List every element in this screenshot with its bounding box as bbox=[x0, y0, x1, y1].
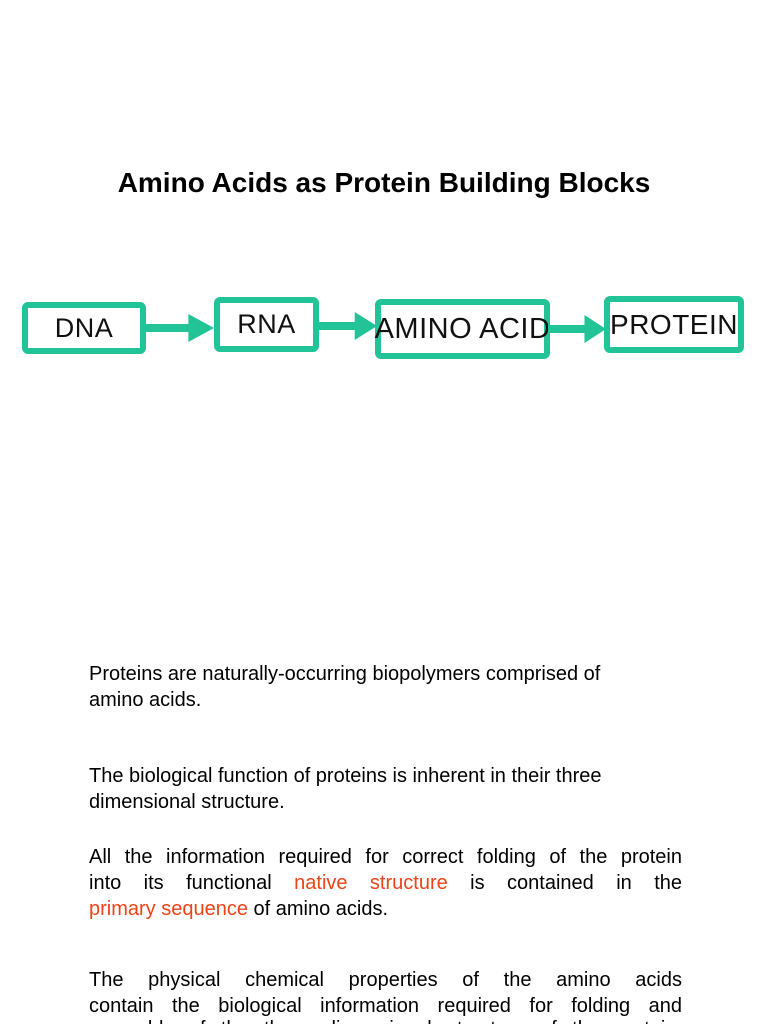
diagram-box-protein: PROTEIN bbox=[604, 296, 744, 353]
text-segment: dimensional structure. bbox=[89, 791, 285, 813]
text-segment: The biological function of proteins is i… bbox=[89, 765, 602, 787]
text-segment: The physical chemical properties of the … bbox=[89, 969, 682, 991]
text-line: assembly of the three dimensional struct… bbox=[89, 1016, 682, 1024]
diagram-box-label: RNA bbox=[237, 309, 296, 339]
paragraph-biological-function: The biological function of proteins is i… bbox=[89, 763, 682, 815]
right-arrow-icon bbox=[317, 312, 377, 340]
text-segment: amino acids. bbox=[89, 689, 202, 711]
text-line: contain the biological information requi… bbox=[89, 993, 682, 1019]
paragraph-physical-chemical: The physical chemical properties of the … bbox=[89, 967, 682, 1019]
accent-text-segment: primary sequence bbox=[89, 898, 248, 920]
text-line: amino acids. bbox=[89, 687, 682, 713]
clipped-bottom-text-line: assembly of the three dimensional struct… bbox=[89, 1016, 682, 1024]
accent-text-segment: native structure bbox=[294, 872, 448, 894]
text-line: The biological function of proteins is i… bbox=[89, 763, 682, 789]
text-segment: of amino acids. bbox=[247, 898, 389, 920]
text-line: primary sequence of amino acids. bbox=[89, 896, 682, 922]
diagram-box-rna: RNA bbox=[214, 297, 319, 352]
text-segment: assembly of the three dimensional struct… bbox=[89, 1018, 682, 1024]
text-segment: contain the biological information requi… bbox=[89, 995, 682, 1017]
text-segment: is contained in the bbox=[447, 872, 683, 894]
diagram-box-amino-acid: AMINO ACID bbox=[375, 299, 550, 359]
paragraph-biopolymers: Proteins are naturally-occurring biopoly… bbox=[89, 661, 682, 713]
text-line: into its functional native structure is … bbox=[89, 870, 682, 896]
text-segment: Proteins are naturally-occurring biopoly… bbox=[89, 663, 601, 685]
text-segment: All the information required for correct… bbox=[89, 846, 682, 868]
paragraph-folding-information: All the information required for correct… bbox=[89, 844, 682, 922]
text-line: dimensional structure. bbox=[89, 789, 682, 815]
text-line: The physical chemical properties of the … bbox=[89, 967, 682, 993]
page-title: Amino Acids as Protein Building Blocks bbox=[117, 167, 651, 198]
text-segment: into its functional bbox=[89, 872, 295, 894]
diagram-box-label: AMINO ACID bbox=[374, 312, 551, 345]
text-line: Proteins are naturally-occurring biopoly… bbox=[89, 661, 682, 687]
diagram-box-dna: DNA bbox=[22, 302, 146, 354]
right-arrow-icon bbox=[145, 314, 214, 342]
diagram-box-label: DNA bbox=[54, 312, 114, 343]
text-line: All the information required for correct… bbox=[89, 844, 682, 870]
right-arrow-icon bbox=[548, 315, 606, 343]
diagram-box-label: PROTEIN bbox=[610, 308, 738, 340]
